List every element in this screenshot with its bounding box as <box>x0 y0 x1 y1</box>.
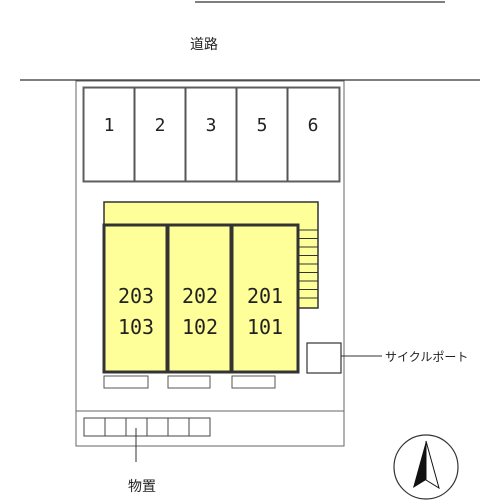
unit-block-201-101 <box>230 223 300 374</box>
storage-area <box>75 410 345 447</box>
storage-compartment <box>83 417 106 437</box>
entrance-step <box>167 375 211 389</box>
storage-compartment <box>146 417 169 437</box>
parking-lot <box>82 86 341 183</box>
unit-upper-number: 202 <box>182 284 218 308</box>
parking-space-label: 3 <box>206 115 217 136</box>
bike-port-label: サイクルポート <box>385 350 468 364</box>
storage-units <box>83 417 211 437</box>
parking-space-label: 1 <box>104 115 115 136</box>
unit-upper-number: 203 <box>118 284 154 308</box>
storage-compartment <box>167 417 190 437</box>
storage-label: 物置 <box>128 479 156 495</box>
parking-spaces: 1 2 3 5 6 <box>83 87 340 182</box>
parking-space-label: 2 <box>155 115 166 136</box>
parking-space-5 <box>236 87 288 182</box>
parking-space-label: 6 <box>308 115 319 136</box>
parking-space-2 <box>134 87 186 182</box>
north-arrow-icon <box>393 434 459 500</box>
parking-space-3 <box>185 87 237 182</box>
road-label: 道路 <box>190 37 218 53</box>
parking-space-6 <box>287 87 340 182</box>
parking-space-label: 5 <box>257 115 268 136</box>
bike-port-box <box>306 342 342 374</box>
apartment-building: 203 103 202 102 201 101 <box>102 201 319 374</box>
entrance-step <box>231 375 276 389</box>
entrance-step <box>103 375 149 389</box>
unit-upper-number: 201 <box>247 284 283 308</box>
unit-lower-number: 101 <box>247 315 283 339</box>
staircase <box>298 229 318 299</box>
storage-compartment <box>188 417 211 437</box>
storage-compartment <box>104 417 127 437</box>
parking-space-1 <box>83 87 135 182</box>
unit-block-202-102 <box>166 223 233 374</box>
unit-lower-number: 102 <box>182 315 218 339</box>
unit-lower-number: 103 <box>118 315 154 339</box>
unit-block-203-103 <box>102 223 169 374</box>
